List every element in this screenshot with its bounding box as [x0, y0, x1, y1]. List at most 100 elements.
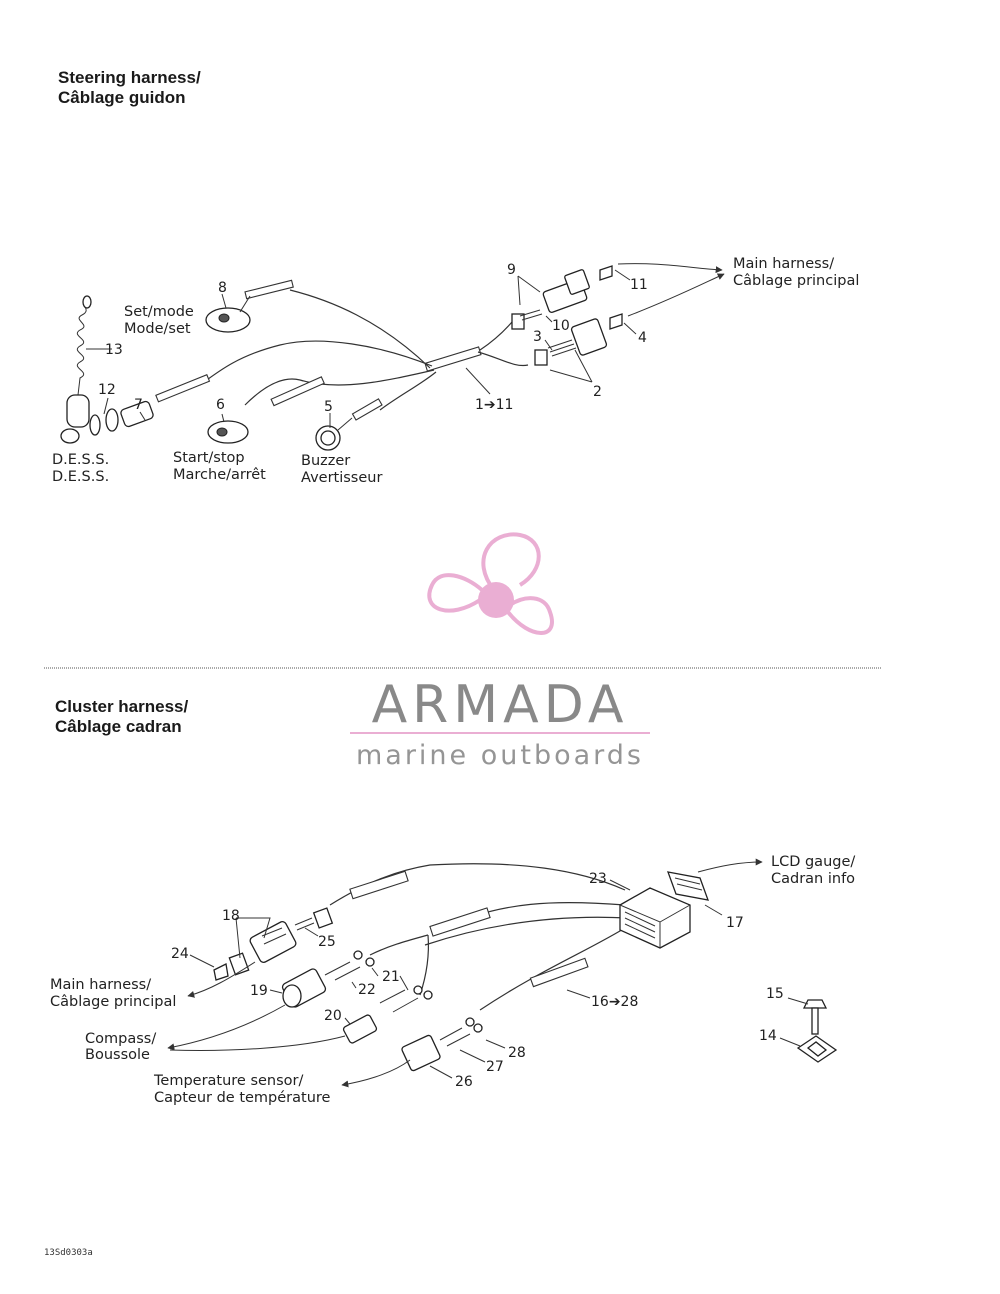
leader-7	[139, 411, 146, 421]
leader-16-28	[566, 989, 591, 999]
callout-17: 17	[726, 915, 744, 931]
leader-11	[614, 269, 631, 281]
cluster-sleeve-mid	[429, 907, 491, 937]
callout-23: 23	[589, 871, 607, 887]
leader-18	[235, 917, 271, 959]
dess-key	[60, 428, 80, 444]
label-temperature-en: Temperature sensor/	[153, 1073, 304, 1089]
start-stop-sleeve	[270, 376, 325, 407]
leader-19	[269, 989, 283, 994]
buzzer-part	[315, 417, 353, 451]
steering-title-fr: Câblage guidon	[58, 88, 186, 107]
armada-watermark: ARMADA marine outboards	[350, 532, 650, 771]
callout-25: 25	[318, 934, 336, 950]
bolt-15	[802, 999, 828, 1035]
cluster-sleeve-top	[349, 870, 409, 900]
callout-19: 19	[250, 983, 268, 999]
cluster-harness-title: Cluster harness/ Câblage cadran	[55, 697, 188, 737]
set-mode-sleeve	[244, 279, 294, 300]
watermark-tagline: marine outboards	[356, 740, 644, 771]
steering-harness-group: Set/mode Mode/set D.E.S.S. D.E.S.S. Star…	[52, 256, 859, 486]
seals-21	[353, 950, 433, 1000]
dess-lanyard	[60, 295, 92, 444]
seal-25	[312, 907, 334, 929]
label-set-mode-en: Set/mode	[124, 304, 194, 320]
wire-sensor-branch	[479, 924, 631, 1011]
callout-15: 15	[766, 986, 784, 1002]
cluster-title-fr: Câblage cadran	[55, 717, 182, 736]
leader-3	[544, 339, 553, 351]
dess-sleeve	[155, 374, 211, 403]
connector-2	[570, 318, 608, 356]
lock-11	[599, 265, 613, 281]
label-start-stop-fr: Marche/arrêt	[173, 467, 266, 483]
propeller-logo-icon	[427, 532, 554, 635]
wire-to-dess-switch	[199, 340, 433, 386]
leader-17	[704, 904, 723, 916]
label-buzzer-en: Buzzer	[301, 453, 350, 469]
label-dess-fr: D.E.S.S.	[52, 469, 109, 485]
callout-6: 6	[216, 397, 225, 413]
callout-22: 22	[358, 982, 376, 998]
temperature-connector-26	[401, 1034, 441, 1072]
arrow-main-harness	[187, 961, 256, 998]
leader-25	[304, 927, 319, 937]
label-buzzer-fr: Avertisseur	[301, 470, 382, 486]
callout-2: 2	[593, 384, 602, 400]
callout-9: 9	[507, 262, 516, 278]
connector-seal-small	[511, 313, 525, 330]
terminals-3	[547, 339, 577, 357]
label-compass-fr: Boussole	[85, 1047, 150, 1063]
leader-22	[351, 981, 357, 989]
arrow-4-main-harness	[627, 273, 725, 317]
compass-connector-19	[281, 968, 327, 1008]
leader-8	[221, 293, 227, 309]
callout-13: 13	[105, 342, 123, 358]
terminals-25	[294, 917, 315, 931]
leader-26	[429, 1065, 453, 1079]
callout-18: 18	[222, 908, 240, 924]
set-mode-switch	[205, 295, 251, 333]
label-lcd-gauge-fr: Cadran info	[771, 871, 855, 887]
arrow-11-main-harness	[617, 263, 723, 274]
leader-12	[103, 397, 109, 415]
figure-code: 13Sd0303a	[44, 1248, 93, 1258]
seals-28	[465, 1017, 483, 1033]
leader-2	[549, 349, 593, 383]
label-cluster-main-harness-fr: Câblage principal	[50, 994, 176, 1010]
wire-to-start-stop	[244, 369, 435, 406]
lcd-gauge-connector	[619, 887, 691, 949]
leader-4	[623, 322, 637, 335]
connector-18	[249, 921, 297, 963]
label-compass-en: Compass/	[85, 1031, 156, 1047]
callout-14: 14	[759, 1028, 777, 1044]
callout-28: 28	[508, 1045, 526, 1061]
leader-6	[221, 413, 225, 423]
start-stop-switch	[207, 420, 249, 444]
callout-21: 21	[382, 969, 400, 985]
callout-1-11: 1➔11	[475, 397, 513, 413]
label-main-harness-en: Main harness/	[733, 256, 834, 272]
arrow-lcd-gauge	[697, 858, 763, 873]
connector-seal-lower	[534, 349, 548, 366]
dess-ring	[89, 414, 101, 436]
callout-26: 26	[455, 1074, 473, 1090]
dess-switch-assembly	[89, 400, 154, 436]
wire-to-buzzer	[379, 371, 437, 411]
leader-20	[344, 1017, 351, 1025]
arrow-compass-19	[167, 1004, 286, 1051]
arrow-compass-20	[169, 1035, 346, 1051]
leader-21	[371, 967, 409, 991]
terminals-27	[439, 1027, 471, 1047]
arrow-temperature	[341, 1059, 411, 1088]
leader-1-11	[465, 367, 491, 395]
leader-23	[609, 879, 631, 891]
label-dess-en: D.E.S.S.	[52, 452, 109, 468]
lock-24	[213, 963, 229, 981]
callout-11: 11	[630, 277, 648, 293]
callout-27: 27	[486, 1059, 504, 1075]
cluster-harness-group: LCD gauge/ Cadran info Main harness/ Câb…	[50, 854, 855, 1106]
wire-to-set-mode	[289, 289, 431, 369]
lock-4	[609, 313, 623, 330]
